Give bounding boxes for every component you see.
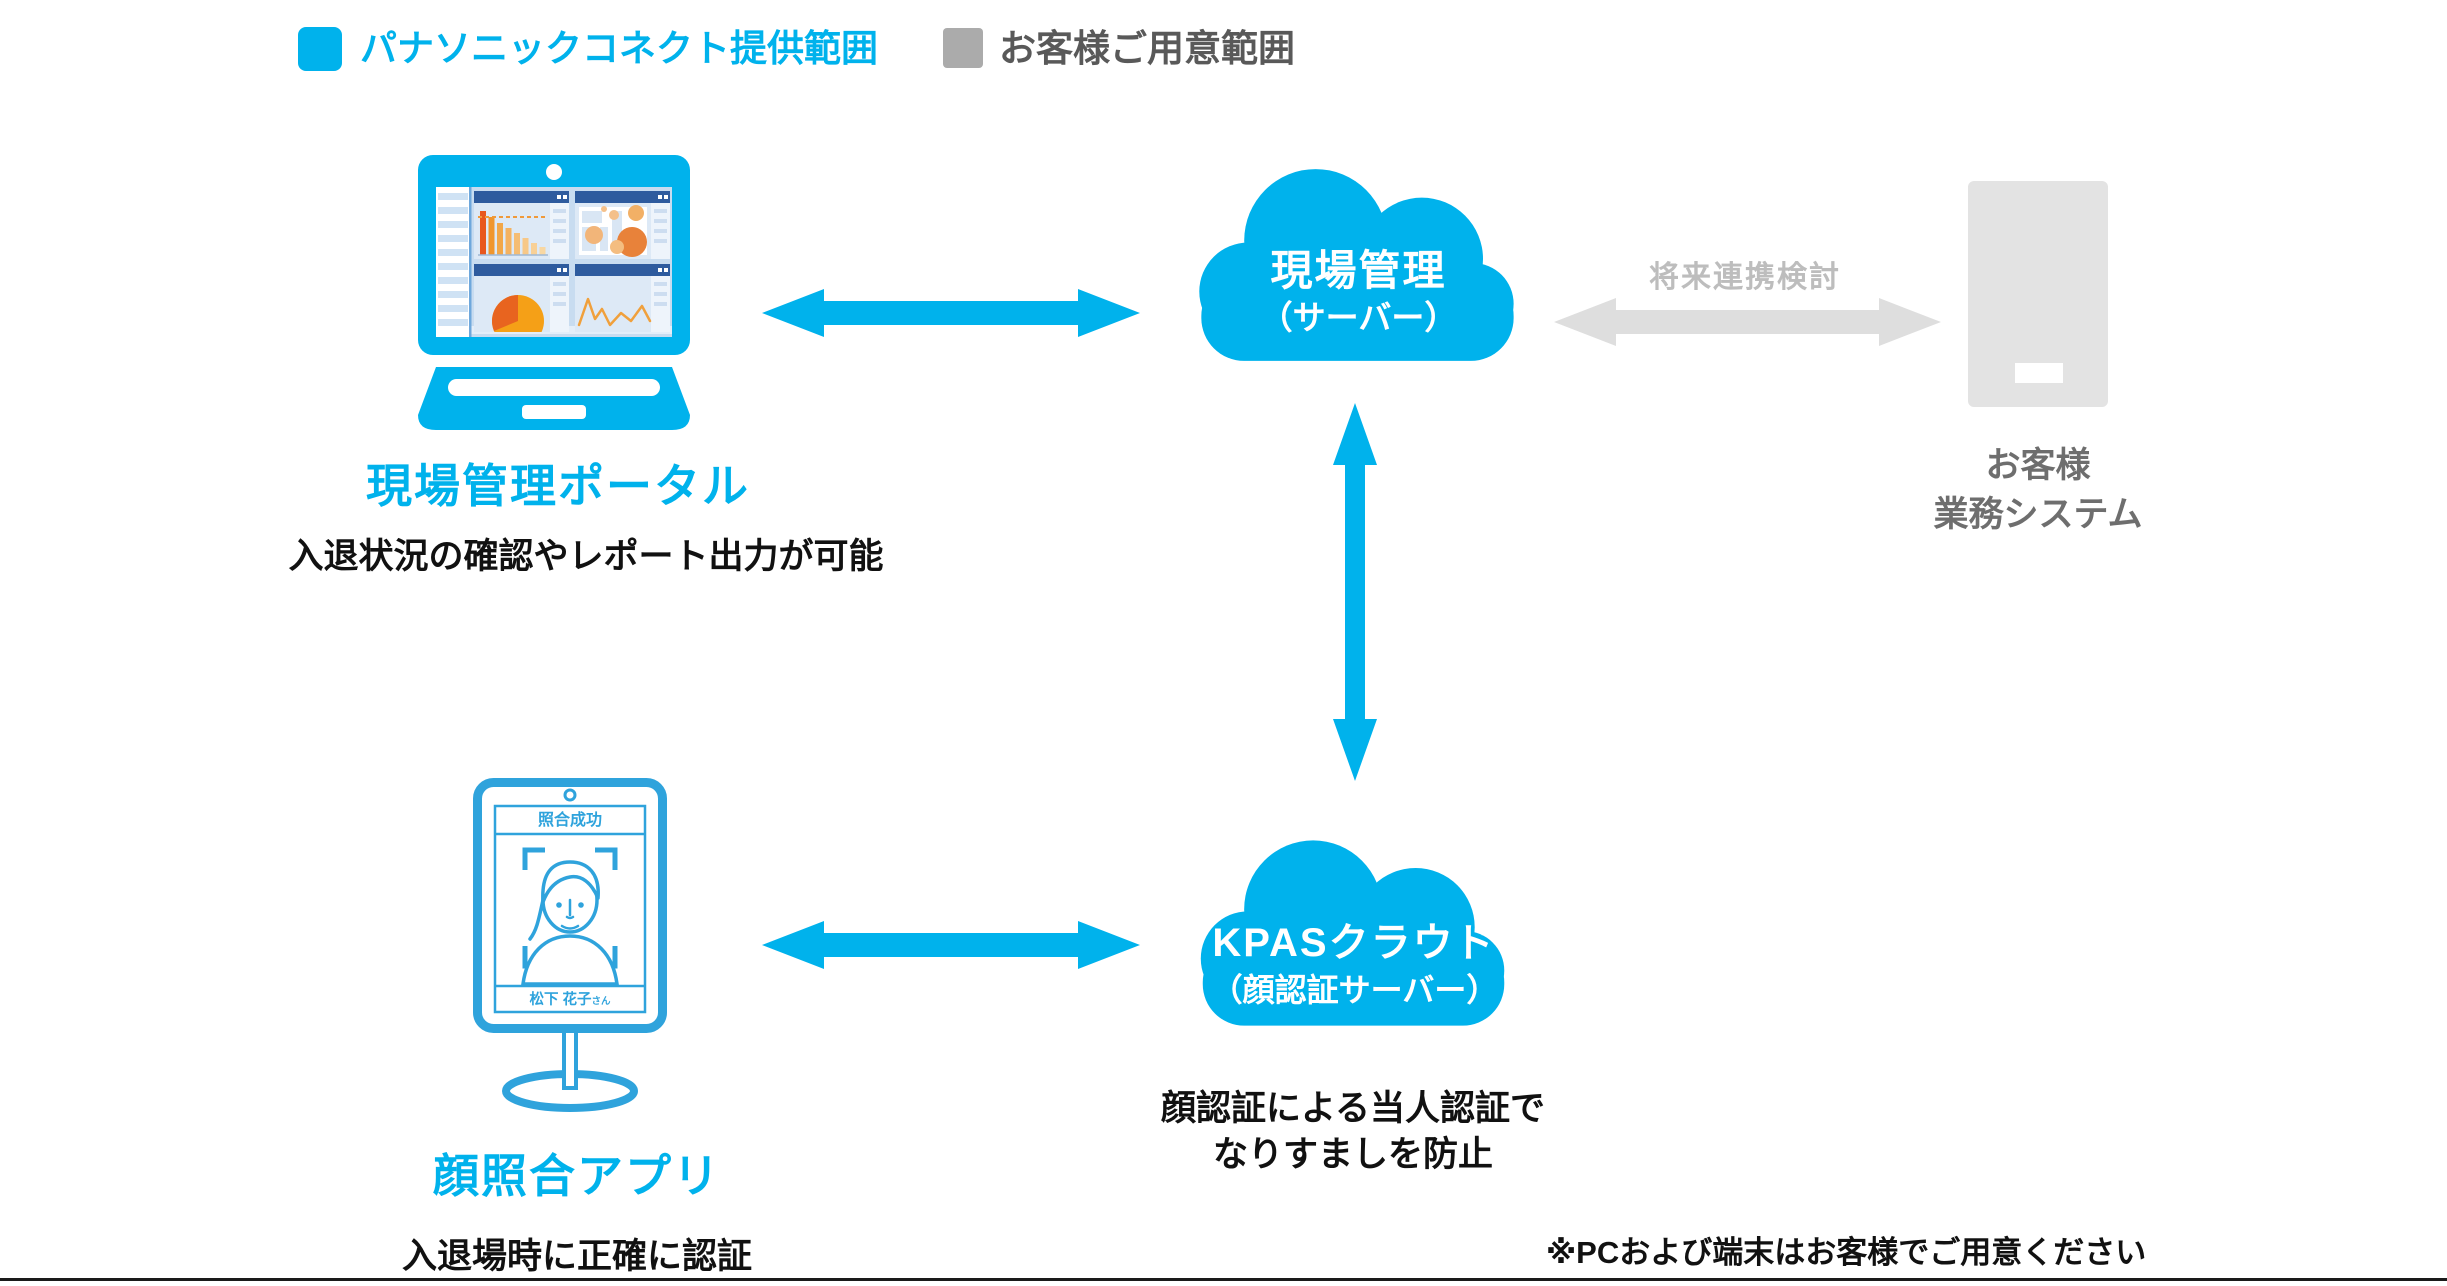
face-matching-tablet-icon: 照合成功 松下 花子さん — [473, 778, 667, 1112]
kpas-cloud-subtitle: （顔認証サーバー） — [1210, 972, 1499, 1008]
faceapp-description: 入退場時に正確に認証 — [401, 1237, 752, 1276]
kpas-cloud-title: KPASクラウド — [1212, 921, 1497, 965]
portal-description: 入退状況の確認やレポート出力が可能 — [288, 537, 884, 576]
kpas-note-line1: 顔認証による当人認証で — [1161, 1089, 1545, 1128]
cloud-icon — [1200, 840, 1505, 1026]
laptop-dashboard-icon — [418, 155, 690, 430]
footnote: ※PCおよび端末はお客様でご用意ください — [1546, 1235, 2147, 1270]
customer-system-label: お客様 業務システム — [1838, 441, 2238, 539]
customer-system-label-line2: 業務システム — [1933, 495, 2143, 534]
arrow-future-link-icon — [1554, 298, 1941, 346]
customer-system-label-line1: お客様 — [1985, 446, 2091, 485]
bottom-divider — [0, 1278, 2447, 1281]
tablet-status-text: 照合成功 — [538, 810, 602, 829]
cloud-icon — [1199, 169, 1514, 361]
arrow-faceapp-kpas-icon — [762, 921, 1140, 969]
future-link-label: 将来連携検討 — [1649, 261, 1841, 294]
legend-customer-swatch — [943, 28, 983, 68]
kpas-note: 顔認証による当人認証で なりすましを防止 — [1003, 1086, 1703, 1178]
arrow-portal-server-icon — [762, 289, 1140, 337]
tablet-user-name: 松下 花子さん — [529, 990, 611, 1008]
kpas-cloud: KPASクラウド （顔認証サーバー） — [1187, 818, 1522, 1048]
faceapp-title: 顔照合アプリ — [433, 1150, 721, 1202]
site-cloud-title: 現場管理 — [1270, 247, 1447, 294]
arrow-server-kpas-icon — [1333, 403, 1377, 781]
customer-system-server-icon — [1968, 181, 2108, 407]
legend-customer-label: お客様ご用意範囲 — [999, 28, 1295, 69]
legend-provided-swatch — [298, 27, 342, 71]
site-cloud-subtitle: （サーバー） — [1259, 299, 1458, 336]
kpas-note-line2: なりすましを防止 — [1212, 1135, 1493, 1174]
legend-provided-label: パナソニックコネクト提供範囲 — [360, 28, 878, 69]
portal-title: 現場管理ポータル — [366, 460, 750, 512]
server-slot — [2015, 363, 2063, 383]
site-server-cloud: 現場管理 （サーバー） — [1185, 152, 1532, 378]
